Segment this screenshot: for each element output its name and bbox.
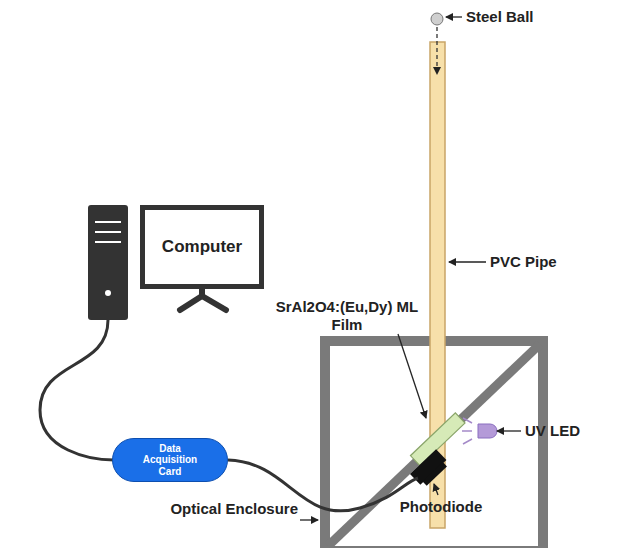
part-label: SrAl2O4:(Eu,Dy) ML Film bbox=[262, 298, 432, 334]
uv-led bbox=[462, 418, 497, 444]
part-label: UV LED bbox=[525, 422, 625, 440]
leader-lines bbox=[300, 17, 521, 520]
part-label: Optical Enclosure bbox=[170, 500, 298, 518]
monitor-stand bbox=[180, 288, 226, 310]
photodiode bbox=[410, 449, 450, 488]
part-label: PVC Pipe bbox=[490, 253, 600, 271]
computer-tower bbox=[88, 205, 128, 320]
node-text: Data Acquisition Card bbox=[131, 443, 209, 478]
node-text: Computer bbox=[162, 237, 242, 257]
cable bbox=[40, 320, 114, 460]
drop-path bbox=[436, 27, 437, 74]
steel-ball bbox=[431, 13, 443, 25]
daq-card: Data Acquisition Card bbox=[112, 438, 228, 482]
monitor: Computer bbox=[140, 205, 264, 289]
part-label: Photodiode bbox=[386, 498, 496, 516]
part-label: Steel Ball bbox=[466, 8, 586, 26]
